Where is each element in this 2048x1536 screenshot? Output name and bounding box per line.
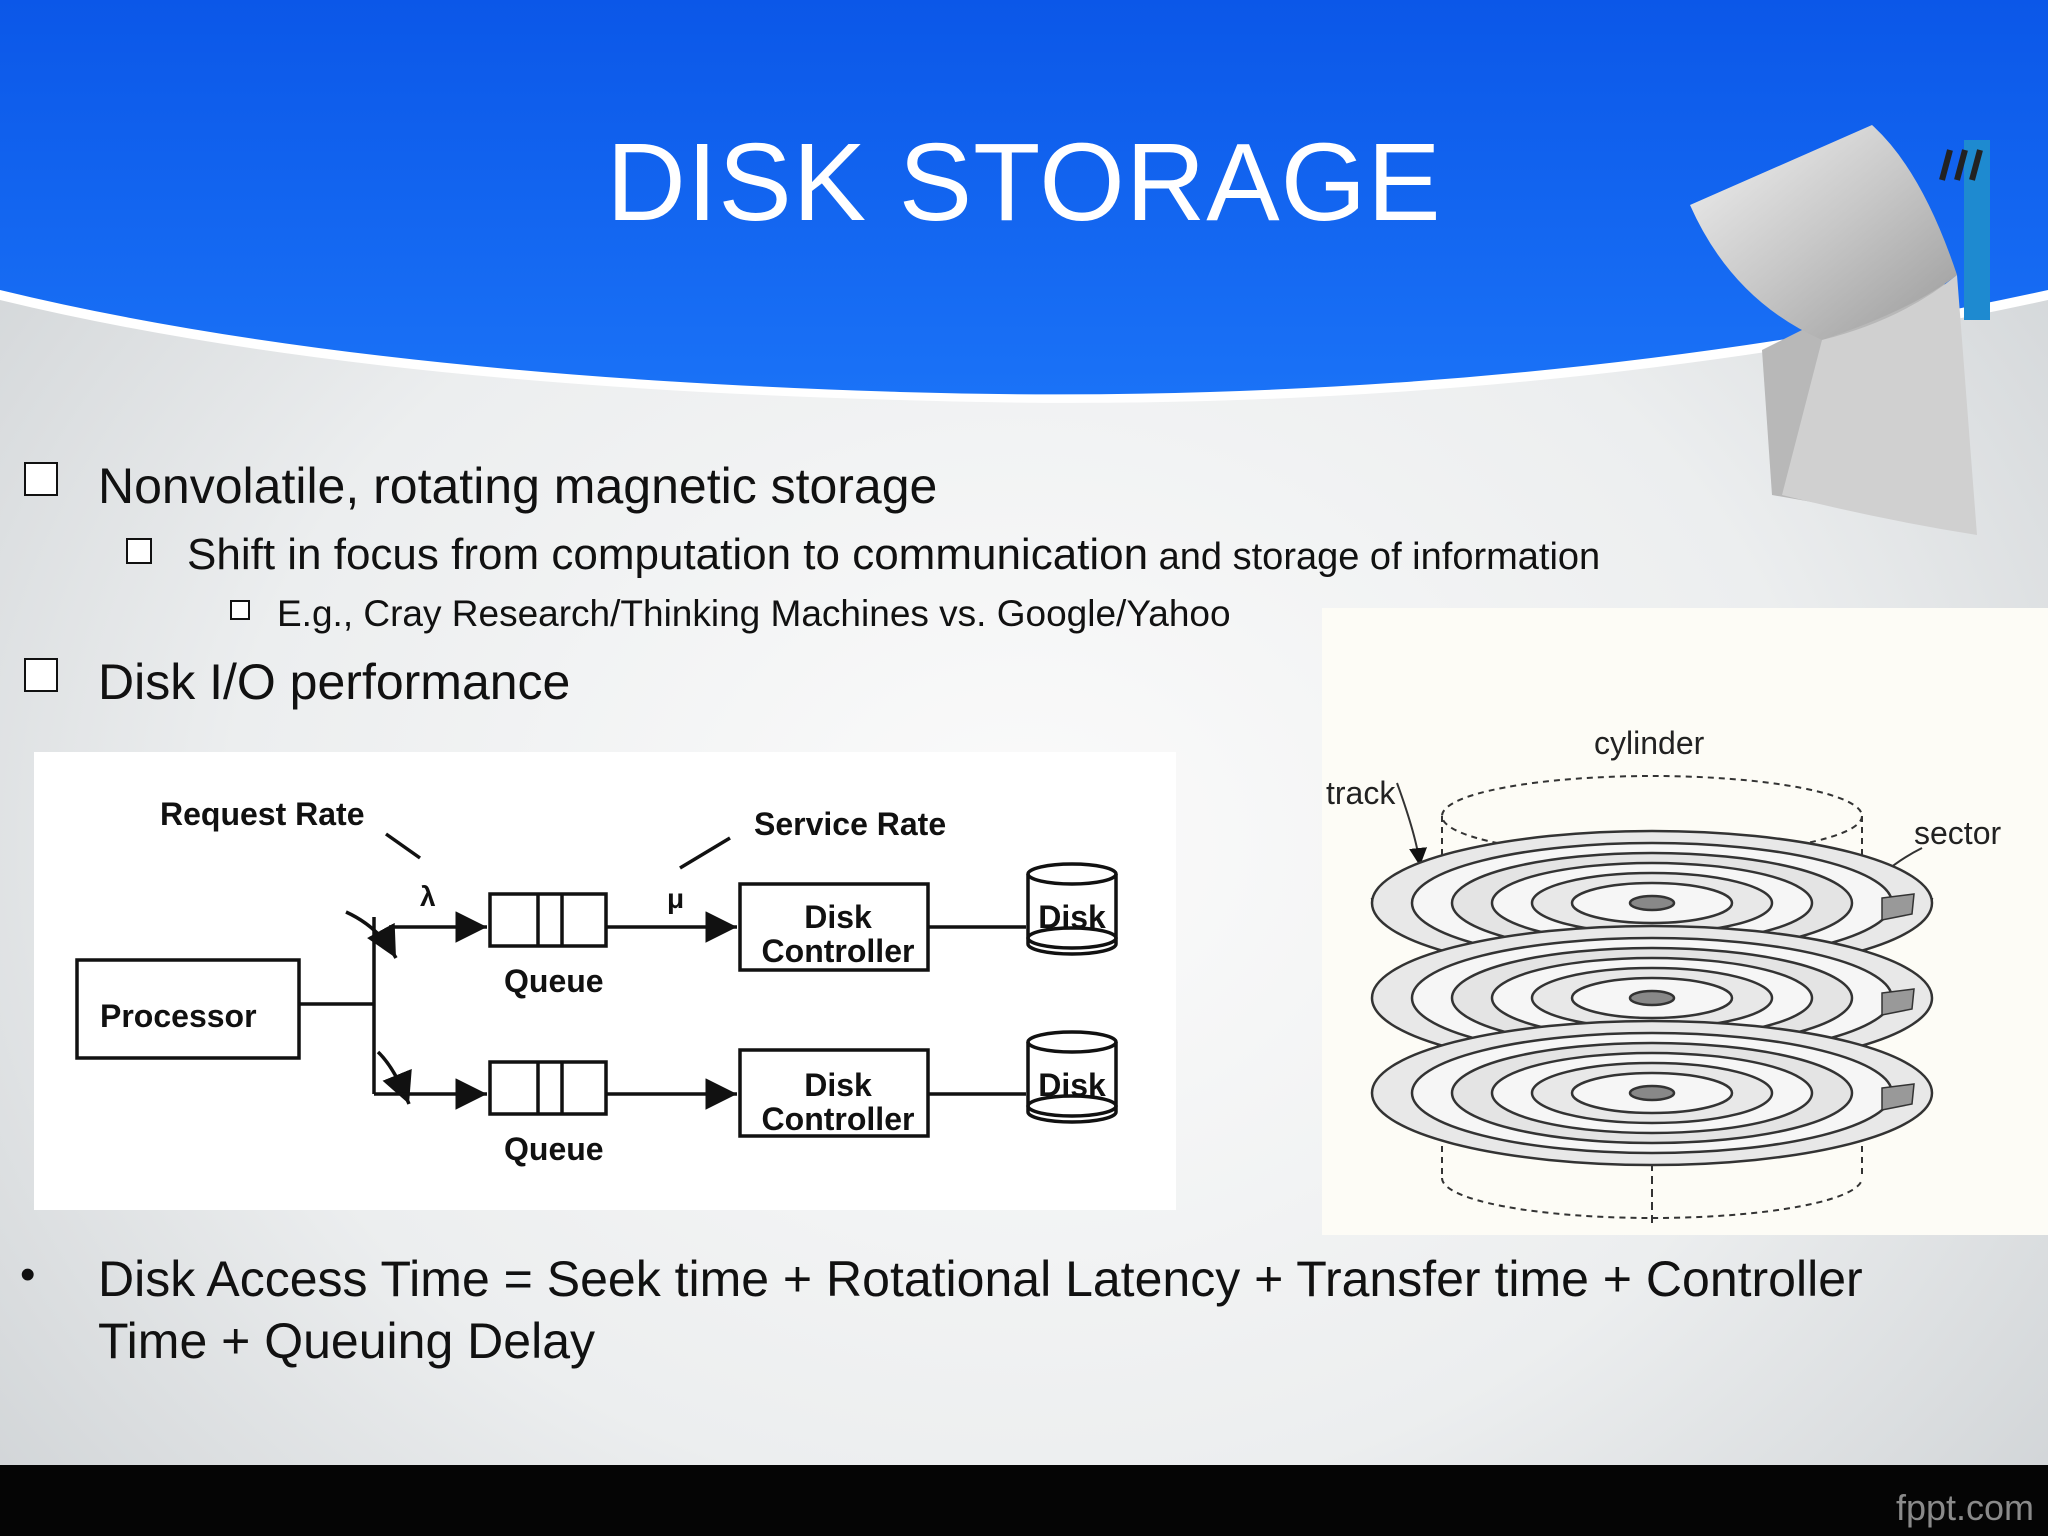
sector-highlight-2 [1881, 988, 1915, 1016]
queue-top-label: Queue [504, 963, 604, 999]
controller-top-line2: Controller [762, 933, 915, 969]
track-pointer [1396, 782, 1428, 867]
curve-arrow-top [345, 910, 398, 959]
footer-brand: fppt.com [1895, 1487, 2034, 1528]
queue-bottom-box [488, 1060, 608, 1116]
page-curl-decoration [1690, 125, 1990, 535]
bullet-nonvolatile: Nonvolatile, rotating magnetic storage [98, 458, 938, 514]
bullet-dot: • [20, 1250, 36, 1299]
header-background [0, 0, 2048, 403]
bullet-box-icon [24, 462, 58, 496]
sub-bullet-shift-small: and storage of information [1148, 536, 1601, 578]
sub-bullet-box-icon [126, 538, 152, 564]
curve-arrow-bottom [376, 1050, 412, 1105]
mu-label: μ [667, 883, 684, 914]
sector-highlight-1 [1881, 893, 1915, 921]
track-label: track [1326, 775, 1396, 811]
service-rate-label: Service Rate [754, 806, 946, 842]
lambda-label: λ [420, 881, 436, 912]
queue-bottom-label: Queue [504, 1131, 604, 1167]
platter-3 [1370, 1019, 1934, 1167]
disk-platter-figure: cylinder track sector [1322, 608, 2048, 1235]
bullet-disk-io: Disk I/O performance [98, 654, 571, 710]
footer-bar [0, 1465, 2048, 1536]
controller-top-line1: Disk [804, 899, 872, 935]
sub-sub-bullet-box-icon [230, 600, 250, 620]
processor-label: Processor [100, 998, 257, 1034]
sub-sub-bullet-example: E.g., Cray Research/Thinking Machines vs… [277, 593, 1231, 634]
sector-highlight-3 [1881, 1083, 1915, 1111]
processor-box [75, 958, 301, 1060]
sub-bullet-shift-main: Shift in focus from computation to commu… [187, 530, 1149, 579]
controller-bottom-line2: Controller [762, 1101, 915, 1137]
queue-top-box [488, 892, 608, 948]
bullet-disk-access-time: Disk Access Time = Seek time + Rotationa… [98, 1251, 1863, 1369]
controller-bottom-line1: Disk [804, 1067, 872, 1103]
bullet-box-icon [24, 658, 58, 692]
service-rate-pointer [679, 836, 731, 870]
cylinder-label: cylinder [1594, 725, 1705, 761]
sub-bullet-shift-focus: Shift in focus from computation to commu… [187, 530, 1600, 581]
disk-top-cylinder [1026, 862, 1118, 956]
disk-bottom-cylinder [1026, 1030, 1118, 1124]
request-rate-pointer [384, 832, 422, 860]
queue-diagram: Request Rate Service Rate λ μ Processor … [34, 752, 1176, 1210]
request-rate-label: Request Rate [160, 796, 365, 832]
slide-title: DISK STORAGE [606, 121, 1442, 244]
sector-label: sector [1914, 815, 2001, 851]
